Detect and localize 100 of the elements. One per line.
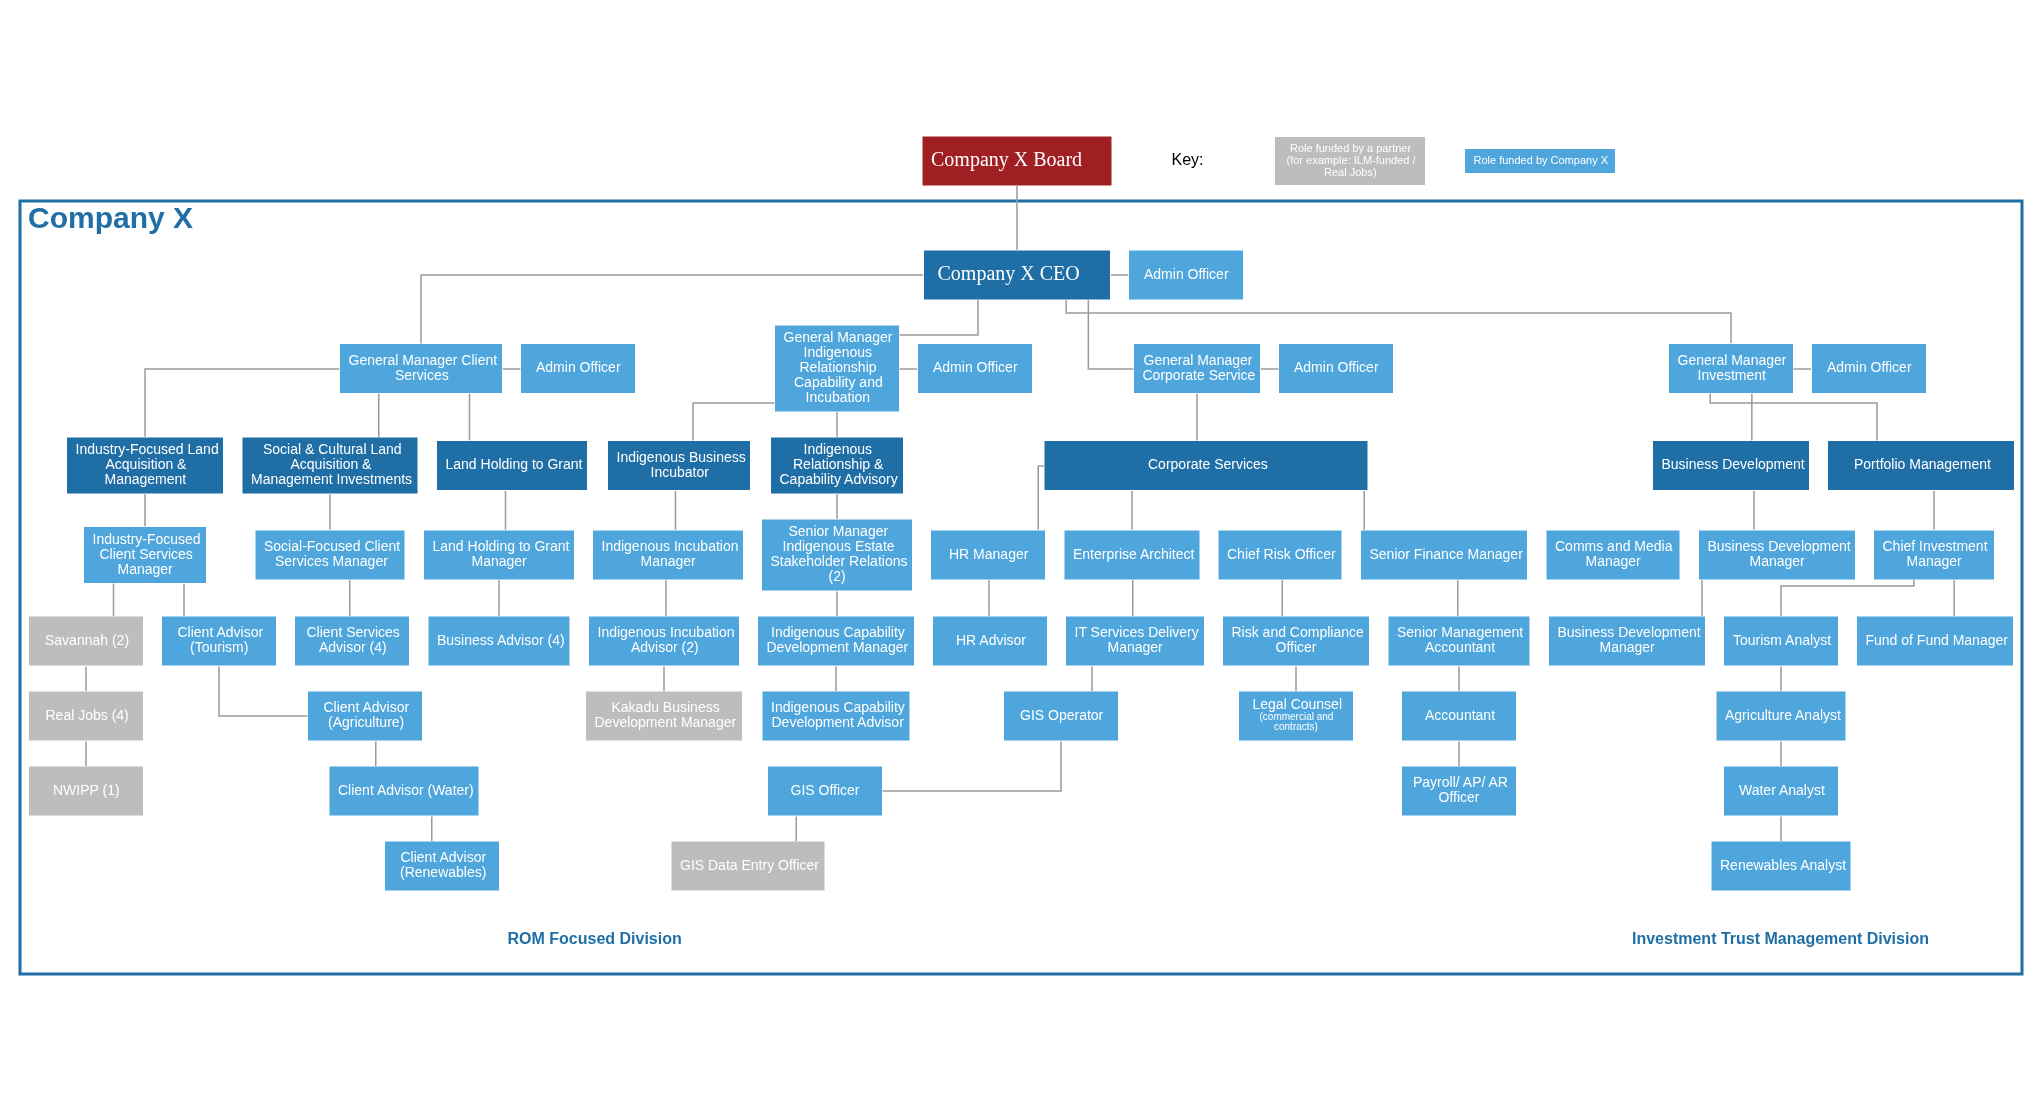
node-box: Fund of Fund Manager <box>1856 615 2014 666</box>
node-box: HR Advisor <box>932 615 1048 666</box>
connector <box>329 493 331 531</box>
connector <box>1701 579 1703 617</box>
node-box: Enterprise Architect <box>1063 529 1201 580</box>
connector <box>898 298 979 336</box>
connector <box>674 489 677 531</box>
node-box: Admin Officer <box>1278 342 1394 394</box>
connector <box>1281 579 1283 617</box>
connector <box>375 740 377 767</box>
node-box: Social-Focused Client Services Manager <box>254 529 406 580</box>
connector <box>663 665 665 692</box>
node-box: Senior Manager Indigenous Estate Stakeholder Relations (2) <box>761 518 913 591</box>
node-box: HR Manager <box>930 529 1046 580</box>
node-box: Chief Investment Manager <box>1873 529 1995 580</box>
connector <box>1780 815 1782 842</box>
node-box: Industry-Focused Land Acquisition & Management <box>66 436 224 494</box>
connector <box>836 590 838 617</box>
node-box: Land Holding to Grant Manager <box>423 529 575 580</box>
connector <box>836 493 838 519</box>
connector <box>835 665 837 692</box>
node-box: Indigenous Incubation Advisor (2) <box>588 615 740 666</box>
connector <box>1780 740 1782 767</box>
connector <box>431 815 433 842</box>
node-box: Business Development Manager <box>1698 529 1856 580</box>
connector <box>183 582 185 617</box>
node-box: Social & Cultural Land Acquisition & Management Investments <box>241 436 419 494</box>
node-box: Water Analyst <box>1723 765 1839 816</box>
node-box: Indigenous Capability Development Advisor <box>761 690 911 741</box>
connector <box>988 579 990 617</box>
node-box: Tourism Analyst <box>1723 615 1839 666</box>
node-box: Payroll/ AP/ AR Officer <box>1401 765 1517 816</box>
node-box: Client Advisor (Tourism) <box>161 615 277 666</box>
connector <box>1780 578 1915 616</box>
connector <box>1792 367 1812 370</box>
node-box: Indigenous Incubation Manager <box>592 529 744 580</box>
node-box: Client Advisor (Agriculture) <box>307 690 423 741</box>
node-box: Savannah (2) <box>28 615 144 666</box>
node-box: Admin Officer <box>1811 342 1927 394</box>
label: Investment Trust Management Division <box>1632 929 1929 947</box>
connector <box>218 665 309 717</box>
node-box: Accountant <box>1401 690 1517 741</box>
connector <box>1016 184 1018 250</box>
node-box: Admin Officer <box>1128 249 1244 300</box>
connector <box>501 367 522 370</box>
connector <box>1953 579 1955 617</box>
node-box: Client Services Advisor (4) <box>294 615 410 666</box>
node-box: Indigenous Relationship & Capability Advisory <box>770 436 904 494</box>
connector <box>1110 273 1130 276</box>
connector <box>1458 740 1460 767</box>
node-box: GIS Data Entry Officer <box>670 840 826 891</box>
node-box: Indigenous Business Incubator <box>607 439 751 491</box>
node-box: Business Development <box>1652 439 1810 491</box>
legend-label: Role funded by a partner (for example: ILM-funded / Real Jobs) <box>1286 141 1416 178</box>
connector <box>1131 489 1133 531</box>
connector <box>378 392 380 438</box>
connector <box>692 401 775 441</box>
node-box: Chief Risk Officer <box>1217 529 1343 580</box>
node-box: Land Holding to Grant <box>436 439 588 491</box>
connector <box>504 489 507 531</box>
node-box: Client Advisor (Renewables) <box>384 840 500 891</box>
connector <box>1132 579 1134 617</box>
connector <box>498 579 500 617</box>
connector <box>420 273 924 344</box>
connector <box>144 493 146 527</box>
connector <box>795 815 797 842</box>
node-box: Company X CEO <box>923 249 1111 300</box>
connector <box>349 579 351 617</box>
node-box: Corporate Services <box>1043 439 1369 491</box>
connector <box>898 367 918 370</box>
connector <box>1780 665 1782 692</box>
connector <box>1295 665 1297 692</box>
label: ROM Focused Division <box>507 929 682 947</box>
node-box: Portfolio Management <box>1827 439 2015 491</box>
node-box: General Manager Client Services <box>339 342 503 394</box>
node-box: General Manager Corporate Service <box>1133 342 1261 394</box>
node-box: Senior Management Accountant <box>1387 615 1531 666</box>
node-box: Agriculture Analyst <box>1715 690 1847 741</box>
legend-label: Role funded by Company X <box>1473 153 1609 166</box>
node-box: Admin Officer <box>520 342 636 394</box>
connector <box>468 392 471 441</box>
node-box: Real Jobs (4) <box>28 690 144 741</box>
node-box: Client Advisor (Water) <box>328 765 480 816</box>
connector <box>1037 464 1045 530</box>
node-box: Renewables Analyst <box>1710 840 1852 891</box>
connector <box>1260 367 1280 370</box>
node-box: General Manager Investment <box>1668 342 1794 394</box>
node-box: Industry-Focused Client Services Manager <box>83 525 207 584</box>
label: Key: <box>1171 150 1204 168</box>
connector <box>1363 489 1365 531</box>
connector <box>882 740 1062 792</box>
node-box: Senior Finance Manager <box>1360 529 1528 580</box>
connector <box>1091 665 1093 692</box>
connector <box>1751 392 1753 441</box>
node-box: Admin Officer <box>917 342 1033 394</box>
connector <box>1065 298 1732 344</box>
node-box: GIS Officer <box>767 765 883 816</box>
node-box: NWIPP (1) <box>28 765 144 816</box>
connector <box>1753 489 1755 531</box>
connector <box>836 410 838 438</box>
